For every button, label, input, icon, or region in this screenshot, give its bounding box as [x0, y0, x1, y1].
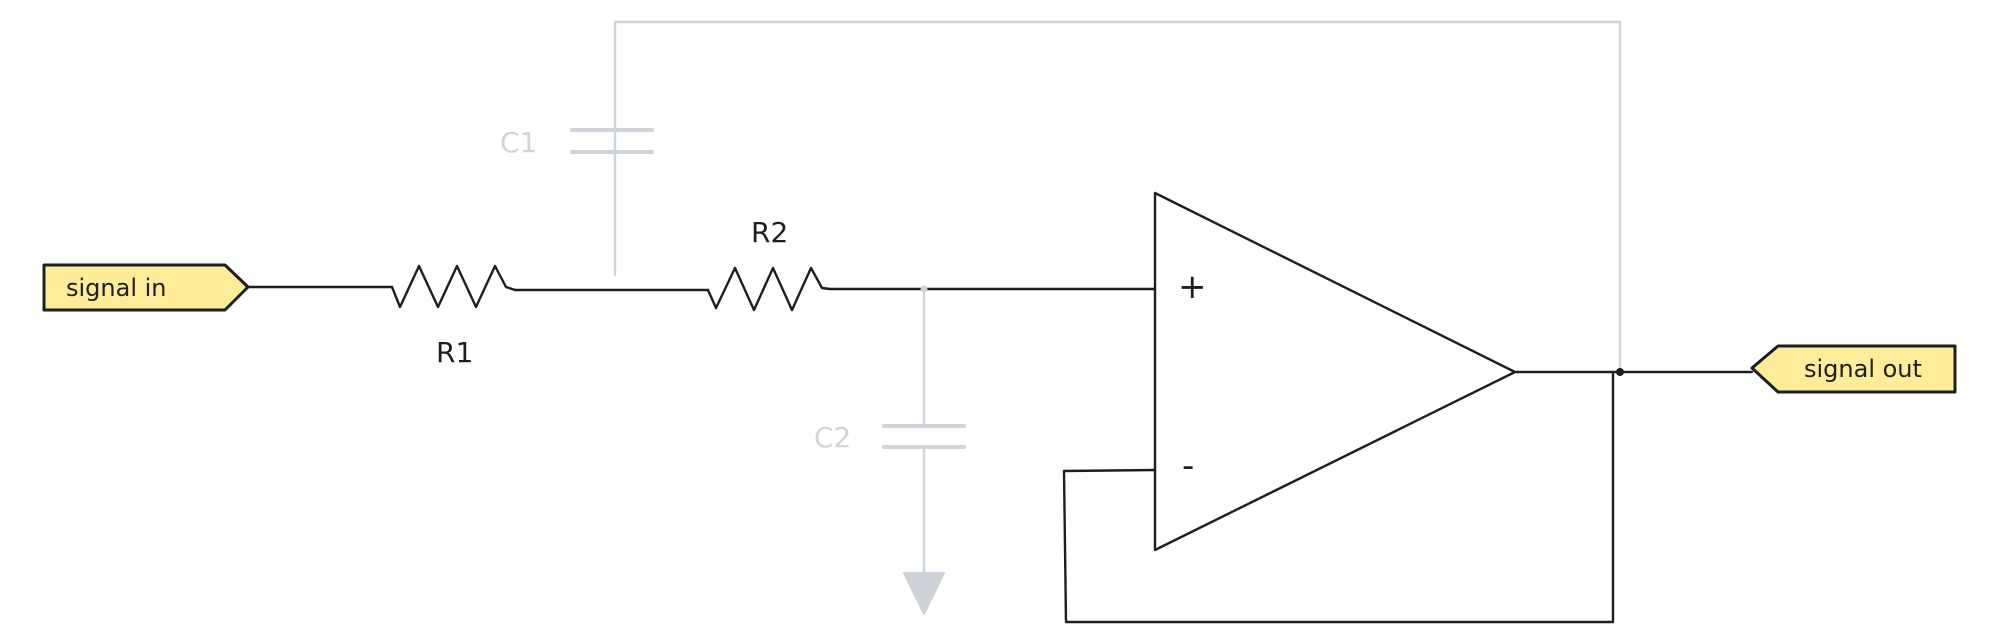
minus-sign: -: [1182, 446, 1194, 486]
signal-in-label: signal in: [66, 274, 167, 302]
signal-out-label: signal out: [1804, 355, 1922, 383]
c1-label: C1: [500, 126, 537, 159]
op-amp: + -: [1153, 191, 1517, 552]
resistor-r1: R1: [390, 264, 517, 369]
resistor-r2: R2: [706, 216, 832, 312]
c1-feedback-wire: [613, 20, 1622, 374]
c2-label: C2: [814, 421, 851, 454]
op-amp-body: [1153, 191, 1517, 552]
r1-label: R1: [436, 336, 473, 369]
r2-label: R2: [751, 216, 788, 249]
signal-out-tag-shape: [1750, 344, 1957, 394]
signal-in-tag: signal in: [42, 263, 250, 312]
plus-sign: +: [1178, 267, 1207, 307]
capacitor-c2: C2: [814, 287, 966, 576]
inverting-feedback-wire: [1062, 372, 1615, 624]
signal-out-tag: signal out: [1750, 344, 1957, 394]
output-junction-dot: [1616, 368, 1624, 376]
signal-in-tag-shape: [42, 263, 250, 312]
ground-icon: [903, 572, 945, 615]
capacitor-c1: C1: [500, 126, 654, 159]
r1-zigzag: [390, 264, 517, 309]
r2-zigzag: [706, 266, 832, 312]
